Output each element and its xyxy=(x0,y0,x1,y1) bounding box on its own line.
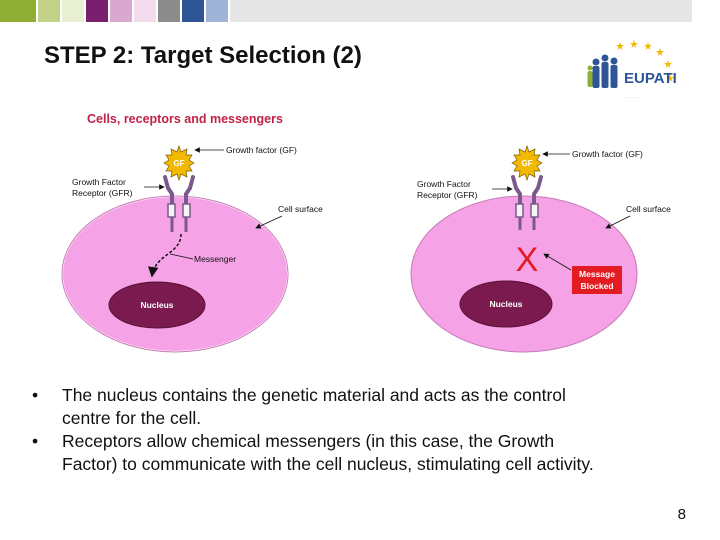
right-receptor-base xyxy=(530,203,539,218)
bullet-line: Receptors allow chemical messengers (in … xyxy=(62,431,555,451)
page-number: 8 xyxy=(677,506,686,523)
message-blocked-box xyxy=(572,266,622,294)
left-cell-body xyxy=(61,195,289,353)
left-cell-membrane xyxy=(61,195,289,353)
cell-diagram: Cells, receptors and messengers Nucleus … xyxy=(61,112,671,353)
bullet-line: The nucleus contains the genetic materia… xyxy=(62,385,566,405)
topbar-square xyxy=(206,0,228,22)
left-gf-badge: GF xyxy=(173,159,184,168)
slide-title: STEP 2: Target Selection (2) xyxy=(44,42,362,69)
blocked-leader xyxy=(543,253,572,271)
left-messenger-leader xyxy=(169,253,194,260)
right-gfr-label-2: Receptor (GFR) xyxy=(417,190,478,200)
left-receptor-base xyxy=(167,203,176,218)
topbar-square xyxy=(86,0,108,22)
topbar-square xyxy=(134,0,156,22)
right-surface-leader xyxy=(605,215,631,229)
eupati-logo: EUPATI · · · · xyxy=(587,40,677,101)
left-cell-surface-label: Cell surface xyxy=(278,204,323,214)
blocked-label-2: Blocked xyxy=(580,281,613,291)
topbar-square xyxy=(158,0,180,22)
bullet-item: • The nucleus contains the genetic mater… xyxy=(30,384,690,430)
right-receptor-base xyxy=(515,203,524,218)
left-gf-icon xyxy=(163,144,195,182)
topbar-square xyxy=(182,0,204,22)
left-surface-leader xyxy=(255,215,283,229)
bullet-symbol: • xyxy=(32,431,39,451)
left-gfr-label-2: Receptor (GFR) xyxy=(72,188,133,198)
left-nucleus-label: Nucleus xyxy=(140,300,173,310)
topbar-square xyxy=(230,0,692,22)
left-nucleus xyxy=(108,281,206,329)
left-gfr-label-1: Growth Factor xyxy=(72,177,126,187)
bullet-text: Receptors allow chemical messengers (in … xyxy=(62,430,690,476)
diagram-title: Cells, receptors and messengers xyxy=(87,112,283,126)
bullet-symbol: • xyxy=(32,385,39,405)
right-cell: Nucleus GF X Message Blocked Growth fact… xyxy=(410,144,671,353)
bullet-text: The nucleus contains the genetic materia… xyxy=(62,384,690,430)
right-gf-badge: GF xyxy=(521,159,532,168)
left-receptor-base xyxy=(182,203,191,218)
left-messenger-label: Messenger xyxy=(194,254,236,264)
topbar-square xyxy=(110,0,132,22)
top-color-bar xyxy=(0,0,720,22)
logo-text: EUPATI xyxy=(624,70,677,87)
bullet-line: Factor) to communicate with the cell nuc… xyxy=(62,454,594,474)
right-receptor xyxy=(511,175,543,206)
logo-dots: · · · · xyxy=(626,95,639,101)
bullet-item: • Receptors allow chemical messengers (i… xyxy=(30,430,690,476)
right-gfr-label-1: Growth Factor xyxy=(417,179,471,189)
left-messenger-path xyxy=(148,233,182,278)
left-cell: Nucleus GF Growth factor (GF) Growth Fac… xyxy=(61,144,323,353)
right-nucleus xyxy=(459,280,553,328)
left-growth-factor-label: Growth factor (GF) xyxy=(226,145,297,155)
block-x-mark: X xyxy=(516,241,539,279)
right-gf-icon xyxy=(511,144,543,182)
topbar-square xyxy=(0,0,36,22)
topbar-square xyxy=(62,0,84,22)
people-accent-icon xyxy=(587,65,593,87)
bullet-list: • The nucleus contains the genetic mater… xyxy=(30,384,690,476)
right-nucleus-label: Nucleus xyxy=(489,299,522,309)
left-receptor xyxy=(163,175,195,206)
people-icon xyxy=(592,54,618,88)
right-growth-factor-label: Growth factor (GF) xyxy=(572,149,643,159)
right-cell-surface-label: Cell surface xyxy=(626,204,671,214)
blocked-label-1: Message xyxy=(579,269,615,279)
topbar-square xyxy=(38,0,60,22)
bullet-line: centre for the cell. xyxy=(62,408,202,428)
eu-stars-icon xyxy=(616,40,674,82)
